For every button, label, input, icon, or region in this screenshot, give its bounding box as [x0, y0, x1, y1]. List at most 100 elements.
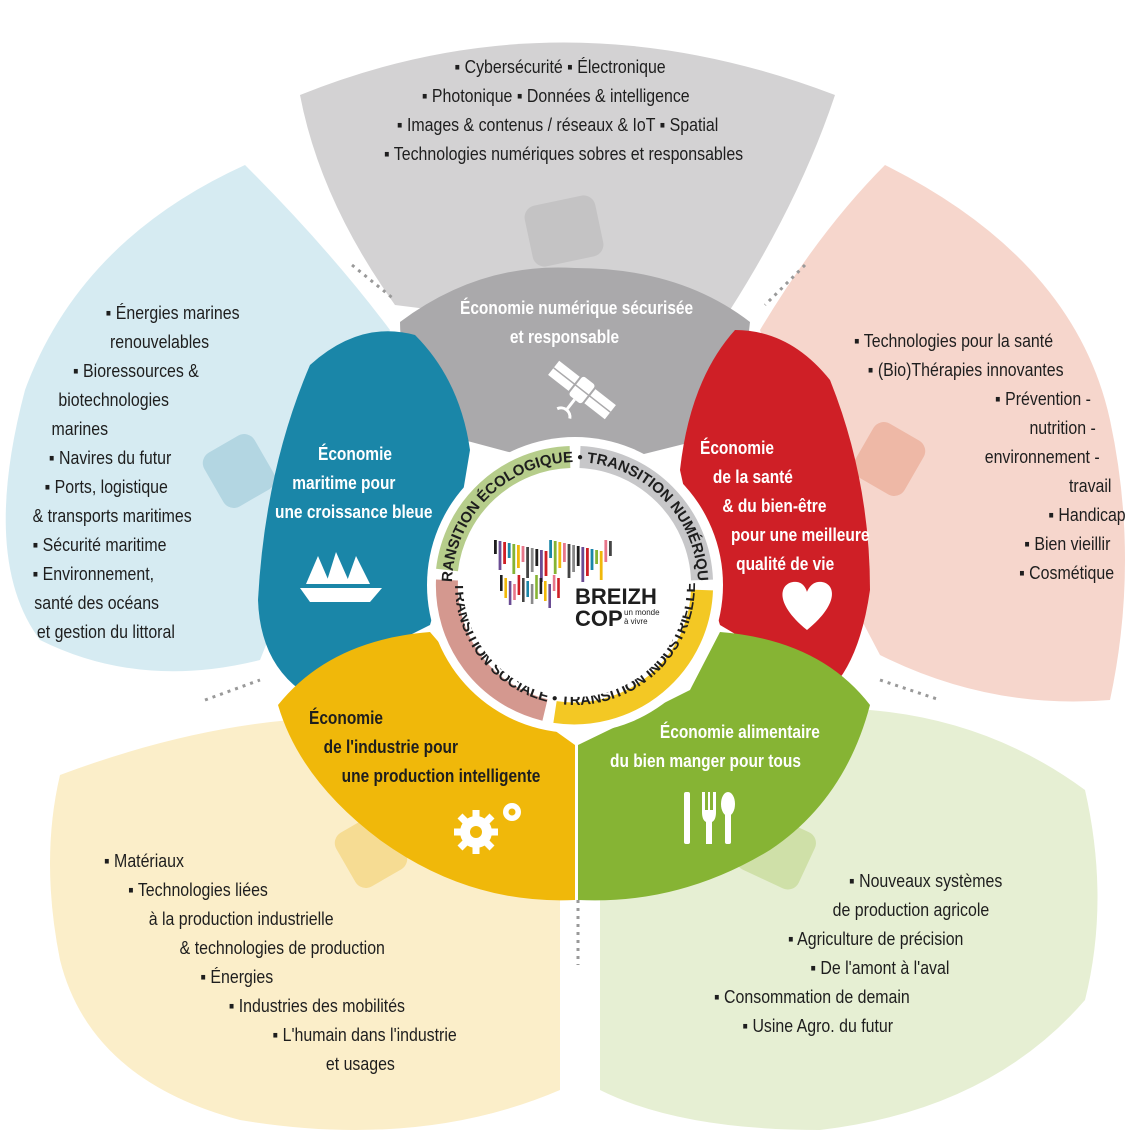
list-item: ▪ Technologies liées	[128, 879, 268, 900]
logo-bar	[595, 550, 598, 564]
list-maritime: ▪ Énergies marines renouvelables ▪ Biore…	[30, 298, 240, 646]
satellite-icon	[548, 360, 616, 420]
dotted-connectors	[204, 263, 941, 965]
ring-arc-numerique	[579, 446, 713, 581]
logo-bar	[521, 546, 525, 562]
list-item: ▪ Bioressources &	[73, 360, 199, 381]
logo-bar	[540, 550, 543, 582]
logo-bar	[500, 575, 503, 591]
list-item: ▪ Agriculture de précision	[787, 928, 964, 949]
title-maritime-line: une croissance bleue	[275, 502, 433, 522]
logo-bar	[530, 584, 534, 604]
list-item: marines	[51, 418, 109, 439]
logo-bar	[544, 551, 548, 576]
list-item: ▪ Énergies marines	[105, 302, 240, 323]
list-item: environnement -	[984, 446, 1100, 467]
petal-numerique-outer	[300, 42, 835, 325]
logo-bar	[513, 584, 516, 600]
list-item: ▪ Nouveaux systèmes	[849, 870, 1003, 891]
list-item: ▪ Énergies	[200, 966, 274, 987]
title-industrie-line: une production intelligente	[341, 766, 541, 786]
list-sante: ▪ Technologies pour la santé ▪ (Bio)Thér…	[854, 326, 1126, 587]
list-item: ▪ Usine Agro. du futur	[742, 1015, 894, 1036]
logo-bar	[548, 584, 551, 608]
logo-text-cop: COP	[575, 606, 623, 631]
center-logo-disc	[463, 473, 687, 697]
title-alimentaire: Économie alimentaire du bien manger pour…	[610, 718, 820, 776]
title-maritime-line: maritime pour	[292, 473, 396, 493]
title-industrie-line: de l'industrie pour	[323, 737, 459, 757]
list-item: renouvelables	[109, 331, 210, 352]
logo-bar	[530, 548, 534, 572]
breizhcop-logo-icon	[494, 540, 612, 608]
logo-bar	[504, 578, 507, 598]
sector-alimentaire-shape	[578, 632, 870, 901]
logo-bar	[586, 548, 589, 576]
logo-bar	[503, 542, 506, 564]
logo-bar	[590, 549, 594, 570]
cutlery-icon	[684, 792, 735, 844]
title-maritime-line: Économie	[318, 444, 392, 464]
title-numerique-line: et responsable	[509, 327, 620, 347]
logo-bar	[535, 549, 539, 566]
logo-bar	[544, 581, 547, 601]
list-item: ▪ Consommation de demain	[714, 986, 910, 1007]
logo-bar	[599, 551, 603, 580]
list-item: ▪ Cosmétique	[1019, 562, 1115, 583]
list-item: ▪ Photonique ▪ Données & intelligence	[421, 85, 690, 106]
list-item: ▪ Industries des mobilités	[228, 995, 406, 1016]
logo-tagline-1: un monde	[624, 608, 660, 617]
logo-bar	[567, 544, 571, 578]
heart-icon	[782, 581, 832, 630]
arrow-tab-sante	[852, 422, 926, 496]
gears-icon	[454, 803, 521, 854]
ring-arc-industrielle	[553, 589, 713, 725]
logo-tagline-2: à vivre	[624, 617, 648, 626]
logo-bar	[494, 540, 497, 554]
logo-bar	[563, 543, 566, 562]
logo-bar	[549, 540, 552, 558]
logo-text-breizh: BREIZH	[575, 584, 657, 609]
list-item: & transports maritimes	[32, 505, 192, 526]
list-item: ▪ Handicap	[1048, 504, 1126, 525]
list-item: et usages	[325, 1053, 395, 1074]
ring-arc-sociale	[435, 579, 548, 721]
list-item: travail	[1069, 475, 1112, 496]
list-item: ▪ Sécurité maritime	[32, 534, 167, 555]
logo-bar	[507, 543, 511, 558]
logo-bar	[526, 547, 529, 578]
sector-numerique-shape	[400, 267, 750, 455]
logo-bar	[535, 575, 538, 599]
list-item: ▪ Technologies numériques sobres et resp…	[384, 143, 744, 164]
logo-bar	[498, 541, 502, 570]
title-alimentaire-line: Économie alimentaire	[659, 722, 820, 742]
title-industrie-line: Économie	[309, 708, 383, 728]
title-sante-line: pour une meilleure	[730, 525, 870, 545]
list-item: ▪ Images & contenus / réseaux & IoT ▪ Sp…	[396, 114, 719, 135]
logo-bar	[552, 575, 556, 591]
logo-bar	[604, 540, 608, 562]
arrow-tab-numerique	[524, 195, 604, 267]
logo-bar	[539, 578, 543, 594]
list-item: ▪ Bien vieillir	[1024, 533, 1111, 554]
title-sante-line: Économie	[700, 438, 774, 458]
logo-bar	[553, 541, 557, 574]
list-item: ▪ Cybersécurité ▪ Électronique	[454, 56, 666, 77]
list-item: ▪ Technologies pour la santé	[854, 330, 1054, 351]
sector-industrie-shape	[278, 632, 575, 901]
logo-bar	[517, 575, 521, 595]
logo-bar	[581, 547, 585, 582]
ring-arc-ecologique	[436, 446, 571, 572]
list-item: biotechnologies	[58, 389, 169, 410]
list-item: ▪ L'humain dans l'industrie	[272, 1024, 457, 1045]
logo-bar	[508, 581, 512, 605]
list-item: ▪ (Bio)Thérapies innovantes	[867, 359, 1064, 380]
title-alimentaire-line: du bien manger pour tous	[610, 751, 801, 771]
logo-bar	[517, 545, 520, 568]
logo-bar	[576, 546, 580, 566]
logo-bar	[609, 541, 612, 556]
list-item: ▪ Navires du futur	[48, 447, 172, 468]
list-item: ▪ De l'amont à l'aval	[810, 957, 950, 978]
logo-bar	[557, 578, 560, 598]
